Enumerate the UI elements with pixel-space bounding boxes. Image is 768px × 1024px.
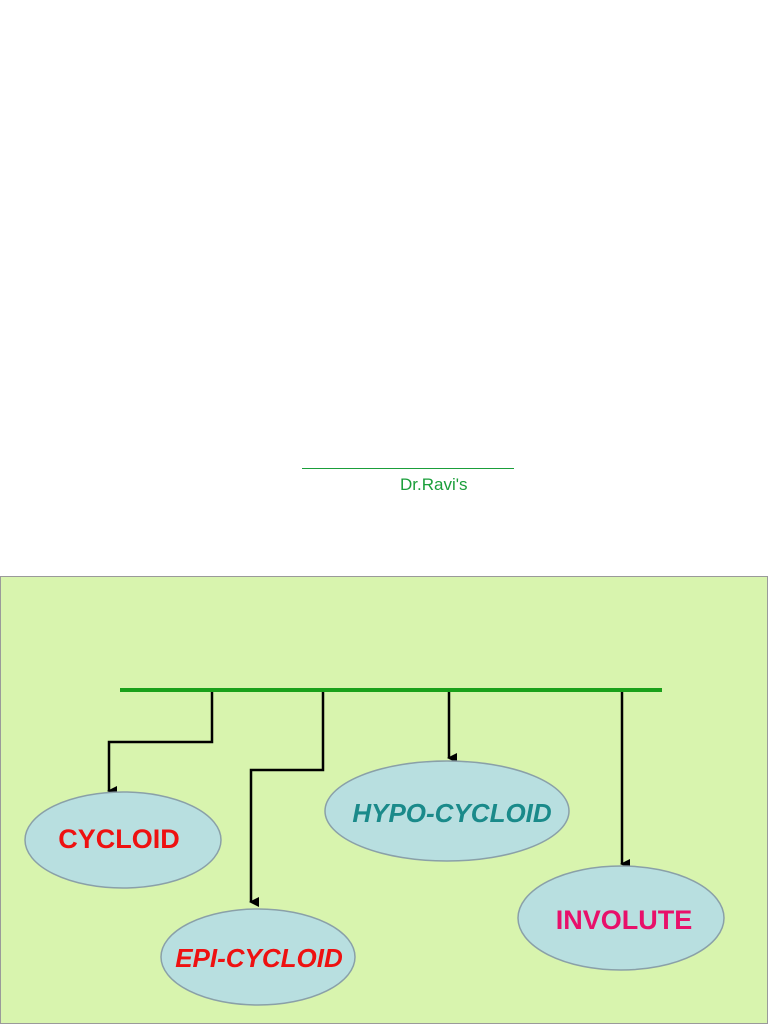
node-hypo-cycloid-ellipse xyxy=(324,760,570,862)
node-cycloid-ellipse xyxy=(24,791,222,889)
node-epi-cycloid: EPI-CYCLOID xyxy=(160,908,356,1006)
author-name: Dr.Ravi's xyxy=(400,475,468,494)
node-involute-ellipse xyxy=(517,865,725,971)
node-cycloid-label: CYCLOID xyxy=(58,824,180,854)
node-cycloid: CYCLOID xyxy=(24,791,222,889)
connector-epi-cycloid xyxy=(249,692,325,907)
node-epi-cycloid-label: EPI-CYCLOID xyxy=(175,943,343,973)
node-epi-cycloid-ellipse xyxy=(160,908,356,1006)
curve-classification-diagram: CYCLOID EPI-CYCLOID HYPO-CYCLOID INVOLUT… xyxy=(24,688,725,1006)
curves-slide: CYCLOID EPI-CYCLOID HYPO-CYCLOID INVOLUT… xyxy=(0,576,768,1024)
title-slide: Dr.Ravi's xyxy=(302,468,514,494)
node-involute: INVOLUTE xyxy=(517,865,725,971)
node-hypo-cycloid: HYPO-CYCLOID xyxy=(324,760,570,862)
author-underline xyxy=(302,468,514,469)
connector-cycloid xyxy=(107,692,214,796)
node-hypo-cycloid-label: HYPO-CYCLOID xyxy=(352,798,552,828)
node-involute-label: INVOLUTE xyxy=(556,905,693,935)
